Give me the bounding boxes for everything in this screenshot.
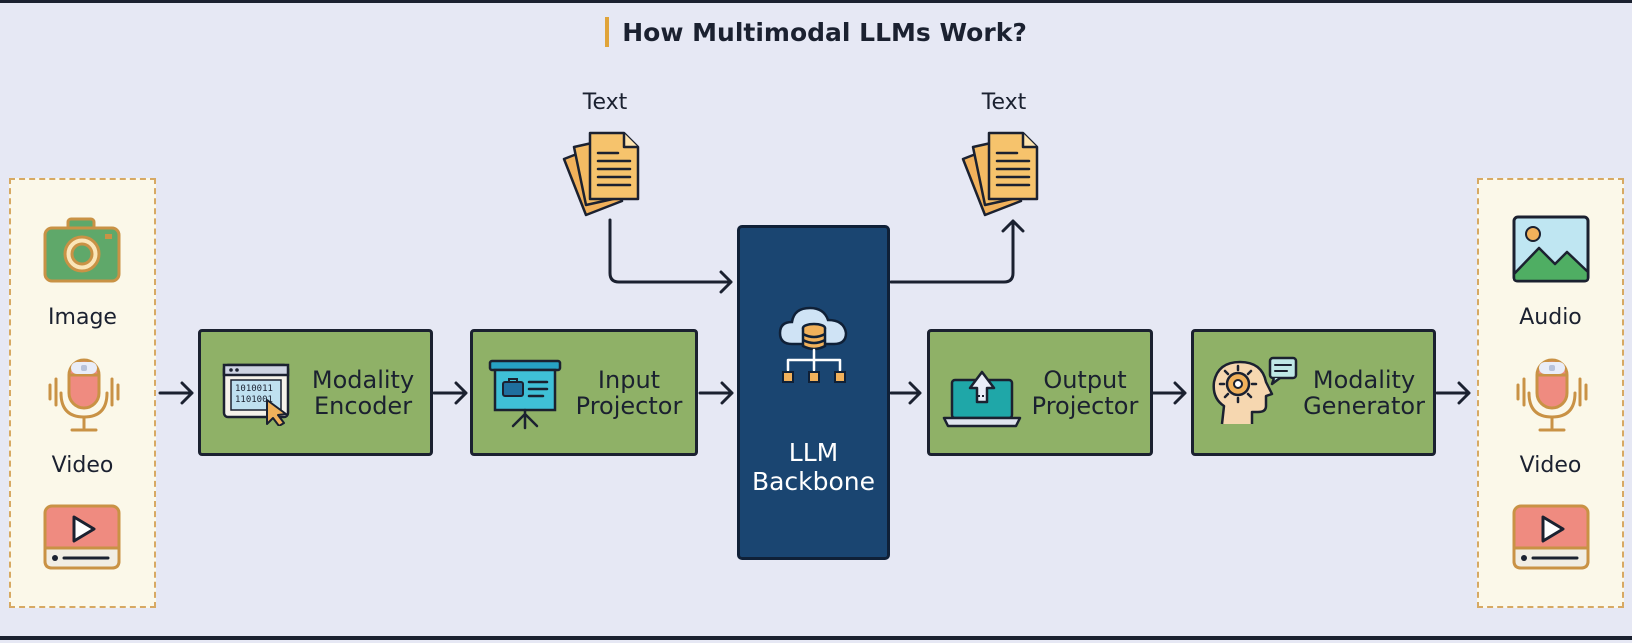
video-player-icon (43, 504, 121, 570)
llm-backbone-box: LLM Backbone (737, 225, 890, 560)
modality-encoder-line2: Encoder (313, 392, 413, 420)
title-wrap: How Multimodal LLMs Work? (0, 17, 1632, 47)
document-stack-icon (961, 131, 1039, 217)
cloud-database-icon (778, 306, 848, 383)
svg-text:1101001: 1101001 (235, 395, 273, 405)
input-projector-line1: Input (597, 366, 661, 394)
image-icon (1512, 215, 1590, 283)
output-projector-line1: Output (1043, 366, 1127, 394)
input-label-video: Video (51, 453, 114, 478)
modality-encoder-line1: Modality (311, 366, 415, 394)
presentation-board-icon (488, 359, 562, 430)
ai-head-icon (1212, 356, 1298, 425)
video-player-icon (1512, 504, 1590, 570)
text-output-label: Text (981, 90, 1027, 115)
arrow-encoder-to-projector (432, 381, 468, 405)
arrow-llm-to-output-projector (889, 381, 922, 405)
modality-generator-line2: Generator (1303, 392, 1425, 420)
modality-generator-box: Modality Generator (1191, 329, 1436, 456)
input-projector-box: Input Projector (470, 329, 698, 456)
output-projector-line2: Projector (1031, 392, 1139, 420)
arrow-projector-to-llm (698, 381, 734, 405)
microphone-icon (48, 358, 120, 432)
arrow-text-to-llm (608, 218, 733, 294)
modality-generator-line1: Modality (1312, 366, 1416, 394)
modality-encoder-box: 1010011 1101001 Modality Encoder (198, 329, 433, 456)
connector-arrows (158, 218, 1471, 405)
input-projector-line2: Projector (575, 392, 683, 420)
binary-window-icon: 1010011 1101001 (222, 363, 290, 426)
text-input-label: Text (582, 90, 628, 115)
document-stack-icon (562, 131, 640, 217)
output-label-video: Video (1519, 453, 1582, 478)
output-label-audio: Audio (1519, 305, 1582, 330)
output-projector-box: Output Projector (927, 329, 1153, 456)
input-label-image: Image (48, 305, 117, 330)
microphone-icon (1516, 358, 1588, 432)
laptop-upload-icon (942, 370, 1022, 428)
camera-icon (43, 217, 121, 283)
arrow-input-to-encoder (158, 381, 194, 405)
svg-text:1010011: 1010011 (235, 384, 273, 394)
arrow-output-projector-to-generator (1151, 381, 1187, 405)
page-title: How Multimodal LLMs Work? (622, 17, 1027, 47)
arrow-llm-to-text (889, 219, 1025, 284)
arrow-generator-to-output (1435, 381, 1471, 405)
llm-backbone-line2: Backbone (751, 467, 876, 496)
llm-backbone-line1: LLM (788, 438, 839, 467)
title-accent-bar (605, 17, 610, 47)
